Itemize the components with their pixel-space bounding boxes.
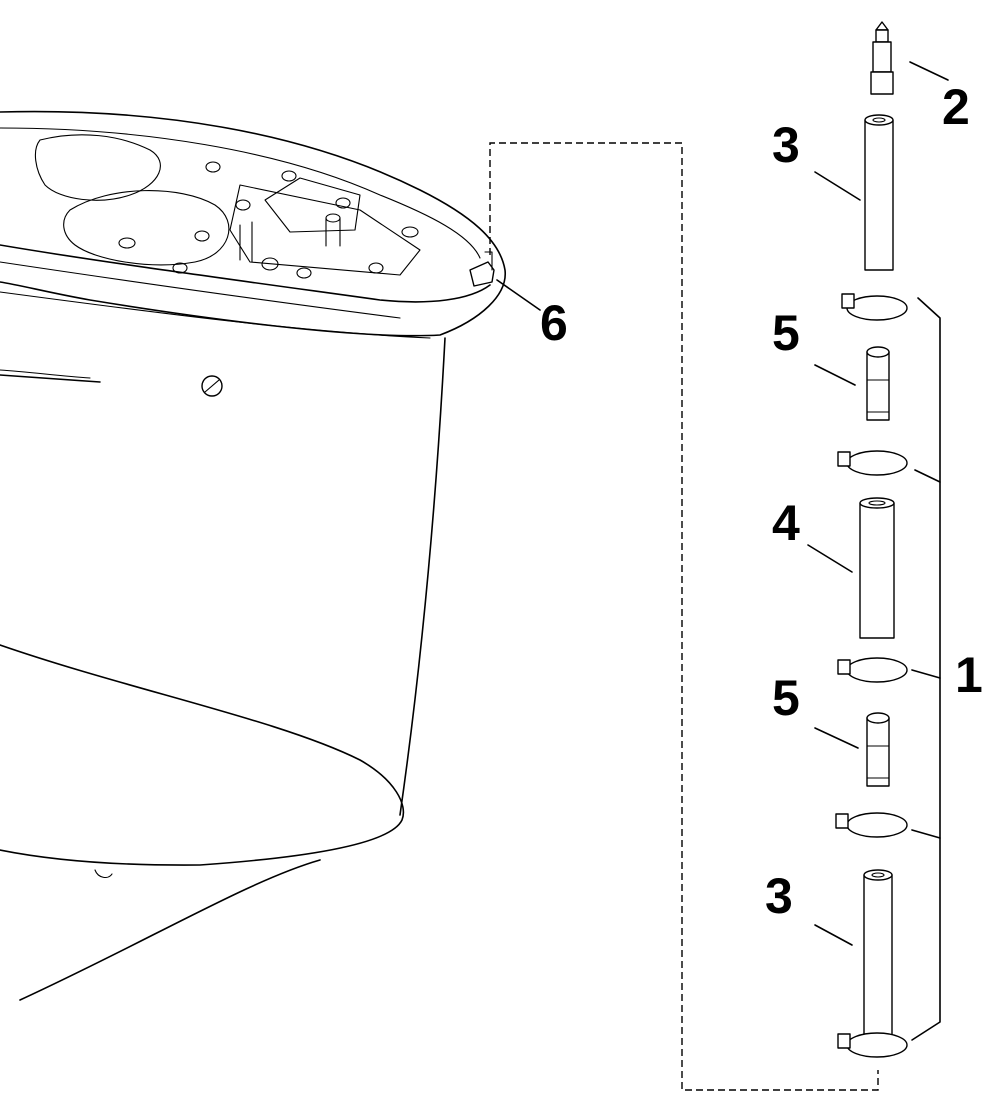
callout-3-top: 3	[772, 117, 800, 173]
hose-clamps	[835, 293, 908, 1058]
hose-clamp	[835, 812, 908, 838]
callout-2: 2	[942, 79, 970, 135]
part-5-connector-top	[866, 346, 890, 421]
callout-5-bottom: 5	[772, 670, 800, 726]
hose-clamp	[837, 1032, 908, 1058]
callout-3-bottom: 3	[765, 868, 793, 924]
leader-lines	[496, 61, 949, 946]
hose-clamp	[837, 450, 908, 476]
callout-6: 6	[540, 295, 568, 351]
hose-clamp	[837, 657, 908, 683]
callout-4: 4	[772, 495, 800, 551]
part-5-connector-bottom	[866, 712, 890, 787]
housing	[0, 110, 506, 1001]
callout-labels: 2 3 6 5 4 1 5 3	[540, 79, 983, 924]
part-3-hose-bottom	[863, 869, 893, 1046]
callout-5-top: 5	[772, 305, 800, 361]
callout-1: 1	[955, 647, 983, 703]
hose-clamp	[841, 293, 908, 321]
part-3-hose-top	[864, 114, 894, 271]
water-hose-routing-line	[489, 142, 879, 1091]
assembly-bracket	[911, 297, 941, 1041]
part-4-hose-middle	[859, 497, 895, 639]
part-2-fitting	[870, 21, 894, 95]
